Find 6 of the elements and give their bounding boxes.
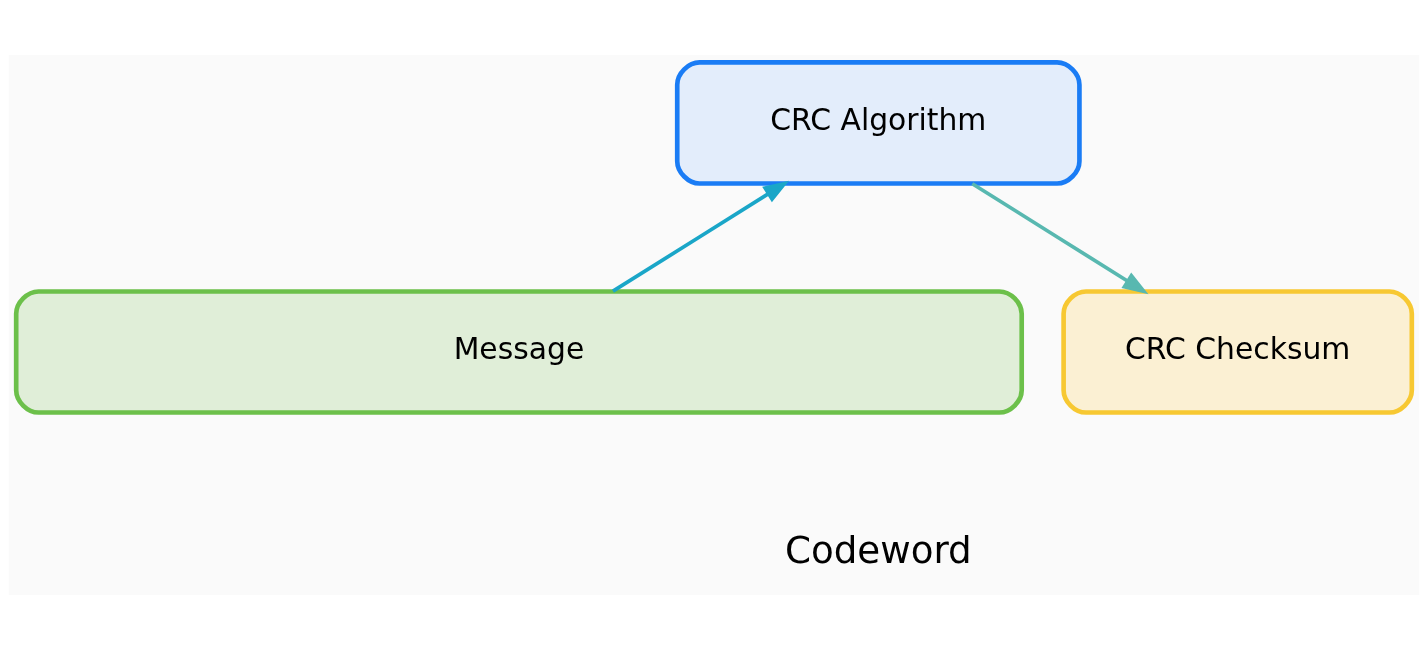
label: Codeword [784, 528, 972, 573]
node-box: CRC Checksum [1061, 289, 1415, 415]
arrow [612, 180, 790, 293]
arrow [971, 182, 1149, 295]
node-box: CRC Algorithm [674, 60, 1082, 186]
node-box: Message [13, 289, 1025, 415]
